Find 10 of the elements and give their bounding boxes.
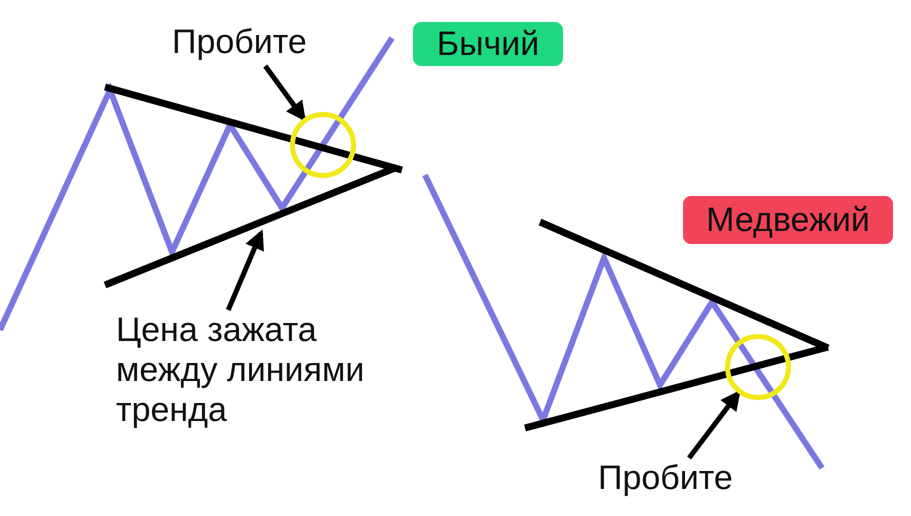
callout-text: Пробите [598,458,733,498]
leader-arrow [687,390,740,460]
callout-text: Цена зажата между линиями тренда [116,310,366,430]
leader-arrow [263,64,306,122]
highlight-circle [290,112,356,178]
highlight-circle [725,334,791,400]
callout-text: Пробите [172,22,307,62]
leader-arrow [226,229,264,311]
bearish-tag: Медвежий [683,196,893,244]
bullish-tag: Бычий [413,22,563,66]
